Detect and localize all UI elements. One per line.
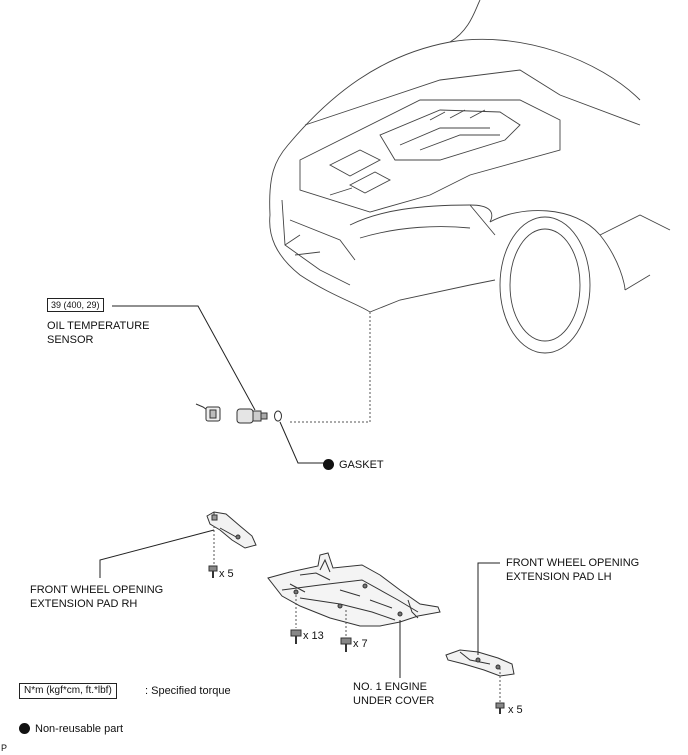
location-leader xyxy=(288,312,371,423)
lh-clip-quantity: x 5 xyxy=(508,704,523,716)
vehicle-front-illustration xyxy=(269,0,671,354)
torque-legend-description: : Specified torque xyxy=(145,685,231,697)
extension-pad-lh-label: FRONT WHEEL OPENING EXTENSION PAD LH xyxy=(506,557,640,583)
non-reusable-legend: Non-reusable part xyxy=(35,723,124,735)
gasket-label: GASKET xyxy=(339,459,384,471)
extension-pad-rh-label: FRONT WHEEL OPENING EXTENSION PAD RH xyxy=(30,584,164,610)
engine-under-cover-part xyxy=(267,552,441,627)
torque-leader xyxy=(112,305,256,411)
oil-temperature-sensor-label: OIL TEMPERATURE SENSOR xyxy=(47,320,150,346)
gasket-leader xyxy=(279,421,326,464)
filled-circle-icon xyxy=(323,459,334,470)
bolt-icon xyxy=(290,629,302,644)
gasket-part xyxy=(274,410,282,422)
oil-temperature-sensor-part xyxy=(236,408,268,424)
torque-spec-box: 39 (400, 29) xyxy=(47,298,104,312)
bolt-icon xyxy=(208,565,218,578)
filled-circle-icon xyxy=(19,723,30,734)
bolt-13-quantity: x 13 xyxy=(303,630,324,642)
torque-unit-legend: N*m (kgf*cm, ft.*lbf) xyxy=(19,683,117,699)
bolt-7-quantity: x 7 xyxy=(353,638,368,650)
extension-pad-rh-part xyxy=(206,511,257,549)
rh-pad-leader xyxy=(99,529,215,578)
extension-pad-lh-part xyxy=(445,649,515,677)
bolt-icon xyxy=(340,637,352,652)
rh-clip-quantity: x 5 xyxy=(219,568,234,580)
corner-mark: P xyxy=(1,743,8,753)
engine-under-cover-label: NO. 1 ENGINE UNDER COVER xyxy=(353,681,435,707)
bolt-icon xyxy=(495,702,505,714)
sensor-connector xyxy=(195,403,221,422)
lh-pad-leader xyxy=(477,562,500,655)
